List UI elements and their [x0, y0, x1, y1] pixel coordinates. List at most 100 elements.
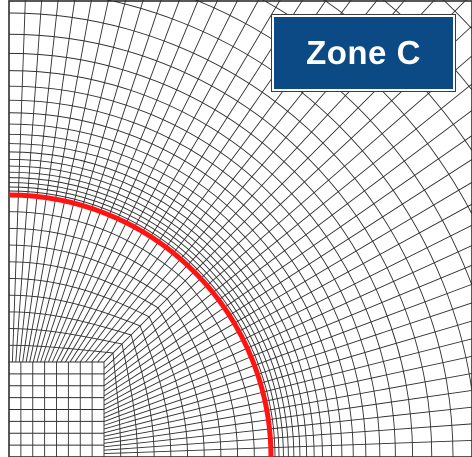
core-spoke — [32, 203, 75, 363]
mesh-spoke — [238, 203, 472, 332]
mesh-spoke — [212, 83, 472, 293]
mesh-spoke — [173, 0, 378, 254]
core-spoke — [103, 419, 269, 444]
mesh-spoke — [125, 0, 239, 223]
mesh-spoke — [45, 0, 76, 198]
mesh-ring — [8, 190, 276, 457]
core-spoke — [56, 222, 127, 363]
mesh-spoke — [91, 0, 162, 209]
mesh-spoke — [55, 0, 92, 200]
core-spoke — [103, 428, 270, 448]
core-spoke — [74, 241, 159, 363]
interface-boundary-curve — [8, 192, 274, 457]
core-spoke — [69, 236, 152, 363]
core-spoke — [25, 199, 56, 363]
mesh-spoke — [206, 55, 472, 286]
core-spoke — [103, 356, 252, 419]
mesh-spoke — [64, 0, 109, 202]
mesh-spoke — [257, 302, 472, 375]
core-spoke — [22, 197, 47, 363]
core-spoke — [103, 437, 271, 451]
core-spoke — [47, 214, 110, 363]
mesh-spoke — [223, 134, 472, 308]
core-spoke — [103, 447, 271, 455]
core-spoke — [18, 196, 38, 363]
mesh-spoke — [243, 224, 472, 341]
mesh-ring — [8, 99, 367, 457]
mesh-spoke — [36, 0, 59, 197]
mesh-spoke — [73, 0, 127, 204]
mesh-spoke — [108, 0, 199, 216]
mesh-spoke — [17, 0, 26, 196]
mesh-ring — [8, 33, 433, 457]
mesh-ring — [8, 186, 280, 457]
mesh-spoke — [218, 109, 472, 301]
mesh-spoke — [142, 0, 281, 232]
core-spoke — [103, 339, 244, 410]
mesh-spoke — [82, 0, 144, 206]
mesh-ring — [8, 12, 454, 457]
mesh-spoke — [180, 0, 406, 260]
circumferential-grid-lines — [8, 0, 472, 457]
mesh-spoke — [270, 423, 472, 439]
mesh-ring — [105, 0, 472, 396]
mesh-spoke — [165, 0, 352, 248]
core-spoke — [103, 347, 248, 415]
core-spoke — [103, 410, 267, 441]
mesh-spoke — [266, 373, 472, 411]
mesh-ring — [8, 133, 333, 457]
core-spoke — [29, 200, 66, 363]
core-spoke — [64, 231, 144, 363]
mesh-ring — [8, 158, 308, 457]
mesh-ring — [8, 123, 343, 457]
core-spoke — [40, 208, 93, 363]
core-spoke — [103, 292, 214, 381]
mesh-spoke — [100, 0, 180, 212]
core-spoke — [103, 322, 235, 402]
core-spoke — [103, 285, 208, 376]
core-spoke — [103, 307, 225, 392]
mesh-spoke — [264, 355, 472, 402]
mesh-ring — [8, 112, 354, 457]
core-spoke — [11, 195, 19, 363]
core-spoke — [103, 382, 261, 430]
mesh-spoke — [117, 0, 219, 219]
mesh-spoke — [260, 320, 472, 384]
core-spoke — [103, 271, 195, 363]
core-spoke — [97, 264, 188, 363]
mesh-ring — [194, 0, 472, 287]
inner-core-mesh — [8, 194, 272, 457]
zone-label-badge: Zone C — [272, 15, 455, 91]
mesh-spoke — [158, 0, 327, 243]
core-spoke — [103, 314, 230, 397]
mesh-ring — [8, 151, 315, 457]
mesh-ring — [8, 182, 284, 457]
core-spoke — [44, 211, 101, 363]
core-spoke — [103, 331, 240, 406]
mesh-spoke — [270, 440, 472, 449]
mesh-ring — [8, 85, 381, 457]
core-spoke — [103, 400, 266, 437]
core-spoke — [36, 205, 84, 363]
mesh-ring — [442, 0, 472, 30]
mesh-spoke — [254, 283, 472, 366]
mesh-spoke — [262, 338, 472, 393]
core-spoke — [15, 195, 29, 363]
mesh-spoke — [269, 406, 472, 430]
zone-label-text: Zone C — [306, 34, 421, 71]
core-spoke — [103, 391, 263, 434]
core-spoke — [79, 246, 167, 363]
core-spoke — [103, 373, 258, 426]
core-spoke — [85, 252, 174, 363]
core-spoke — [103, 365, 255, 422]
mesh-ring — [8, 143, 323, 457]
mesh-ring — [8, 171, 295, 457]
mesh-spoke — [229, 158, 472, 316]
mesh-ring — [8, 165, 301, 457]
mesh-ring — [8, 70, 396, 457]
core-spoke — [90, 258, 181, 363]
mesh-spoke — [134, 0, 260, 228]
mesh-spoke — [27, 0, 43, 196]
mesh-ring — [8, 52, 414, 457]
mesh-ring — [8, 177, 289, 457]
